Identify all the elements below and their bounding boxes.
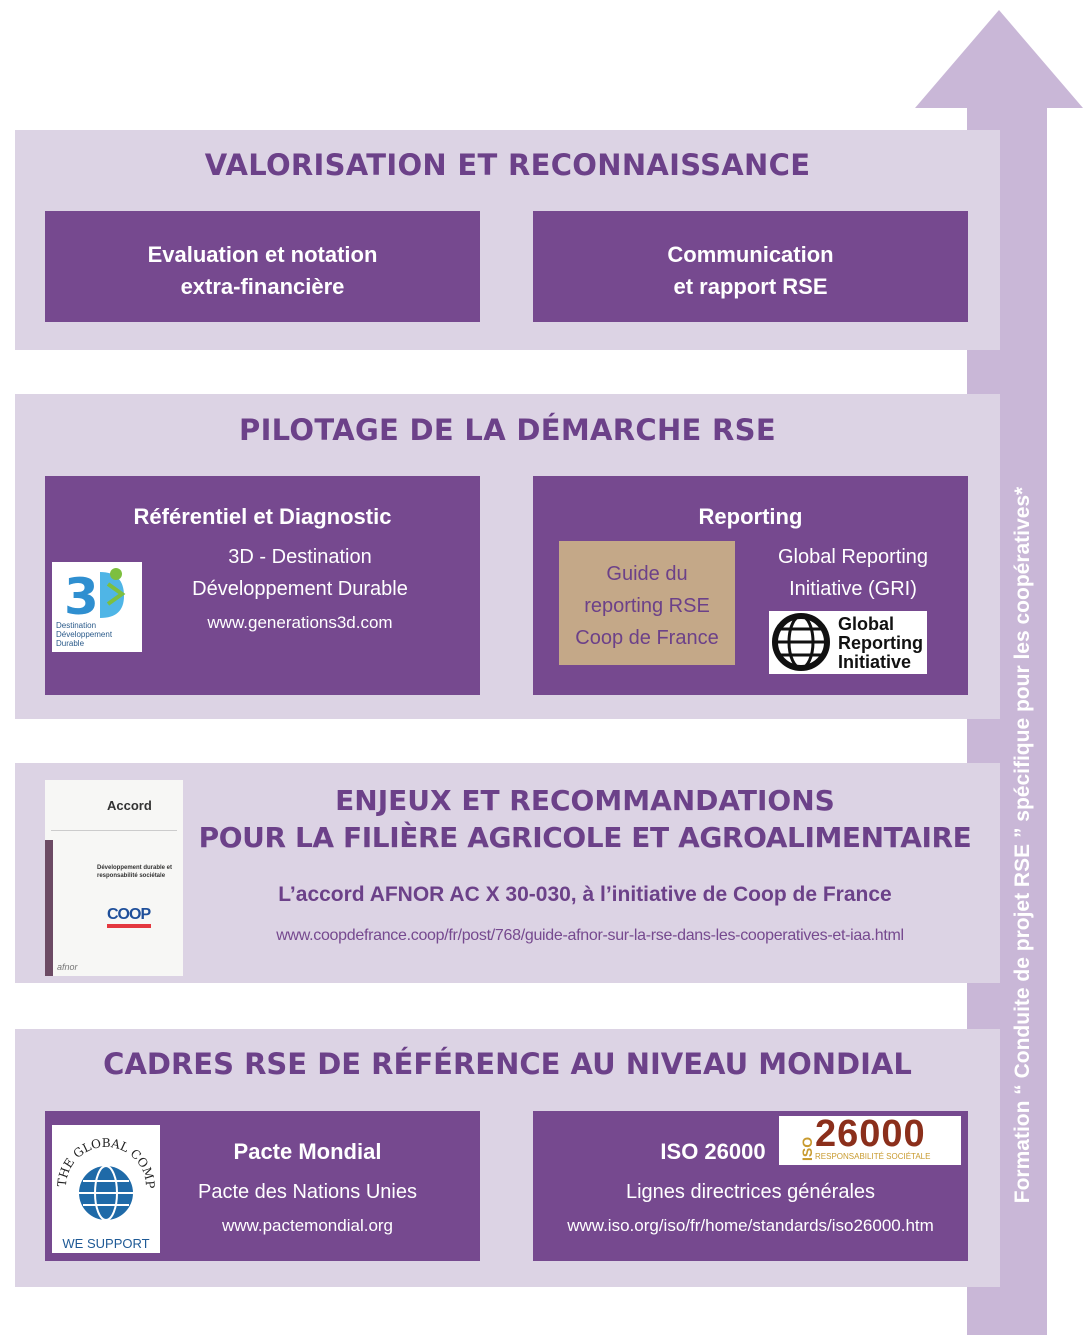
gri-line: Global Reporting (777, 546, 929, 568)
box-title: ISO 26000 (660, 1139, 766, 1164)
box-line: Communication (667, 242, 834, 267)
iso-logo-number: 26000 (815, 1116, 926, 1155)
doc-title: Développement durable et responsabilité … (97, 865, 173, 879)
box-title: Reporting (698, 504, 803, 529)
referentiel-url[interactable]: www.generations3d.com (207, 613, 393, 632)
box-iso-26000: ISO 26000 Lignes directrices générales w… (533, 1111, 968, 1261)
box-reporting: Reporting Guide du reporting RSE Coop de… (533, 476, 968, 695)
doc-footer: afnor (57, 962, 78, 972)
referentiel-line: 3D - Destination (228, 546, 372, 568)
iso-26000-logo: ISO 26000 RESPONSABILITÉ SOCIÉTALE (779, 1116, 961, 1165)
doc-header: Accord (107, 798, 152, 813)
un-globe-icon: THE GLOBAL COMPACT (52, 1125, 157, 1221)
iso-url[interactable]: www.iso.org/iso/fr/home/standards/iso260… (567, 1216, 934, 1235)
box-line: extra-financière (180, 274, 345, 299)
guide-line: Coop de France (575, 627, 719, 649)
globe-icon (772, 613, 830, 671)
iso-logo-mark: ISO (799, 1136, 815, 1161)
afnor-document: Accord Développement durable et responsa… (45, 780, 183, 976)
guide-line: reporting RSE (584, 595, 710, 617)
box-line: Evaluation et notation (147, 242, 378, 267)
guide-line: Guide du (606, 563, 688, 585)
enjeux-title: ENJEUX ET RECOMMANDATIONS POUR LA FILIÈR… (195, 782, 975, 856)
logo-text: Durable (56, 639, 85, 648)
band-title: VALORISATION ET RECONNAISSANCE (204, 148, 811, 182)
iso-logo-sub: RESPONSABILITÉ SOCIÉTALE (815, 1152, 931, 1161)
band-enjeux: ENJEUX ET RECOMMANDATIONS POUR LA FILIÈR… (15, 763, 1000, 983)
enjeux-title-line: POUR LA FILIÈRE AGRICOLE ET AGROALIMENTA… (198, 821, 972, 854)
enjeux-title-line: ENJEUX ET RECOMMANDATIONS (335, 784, 835, 817)
box-line: et rapport RSE (673, 274, 828, 299)
box-title: Pacte Mondial (233, 1139, 382, 1164)
box-evaluation: Evaluation et notation extra-financière (45, 211, 480, 322)
referentiel-line: Développement Durable (192, 578, 408, 600)
box-title: Référentiel et Diagnostic (133, 504, 392, 529)
box-referentiel: Référentiel et Diagnostic 3D - Destinati… (45, 476, 480, 695)
gri-line: Initiative (GRI) (789, 578, 917, 600)
logo-bottom: WE SUPPORT (62, 1236, 150, 1251)
box-communication: Communication et rapport RSE (533, 211, 968, 322)
enjeux-subtitle: L’accord AFNOR AC X 30-030, à l’initiati… (278, 883, 892, 906)
logo-text: Développement (56, 630, 113, 639)
gri-logo-text: Reporting (838, 633, 923, 653)
band-title: PILOTAGE DE LA DÉMARCHE RSE (239, 413, 776, 447)
pacte-line: Pacte des Nations Unies (197, 1181, 417, 1203)
gri-logo-text: Global (838, 614, 895, 634)
box-pacte-mondial: Pacte Mondial Pacte des Nations Unies ww… (45, 1111, 480, 1261)
global-compact-logo: THE GLOBAL COMPACT WE SUPPORT (52, 1125, 160, 1253)
3d-logo-icon: 3 (64, 568, 126, 622)
guide-reporting-box: Guide du reporting RSE Coop de France (559, 541, 735, 665)
3d-logo: 3 Destination Développement Durable (52, 562, 142, 652)
gri-logo: Global Reporting Initiative (769, 611, 927, 674)
band-title: CADRES RSE DE RÉFÉRENCE AU NIVEAU MONDIA… (103, 1047, 912, 1081)
gri-logo-text: Initiative (838, 652, 912, 672)
logo-text: Destination (56, 621, 97, 630)
iso-line: Lignes directrices générales (625, 1181, 876, 1203)
pacte-url[interactable]: www.pactemondial.org (221, 1216, 394, 1235)
svg-text:3: 3 (64, 568, 99, 622)
enjeux-url[interactable]: www.coopdefrance.coop/fr/post/768/guide-… (276, 927, 904, 944)
coop-logo: COOP (107, 906, 157, 928)
